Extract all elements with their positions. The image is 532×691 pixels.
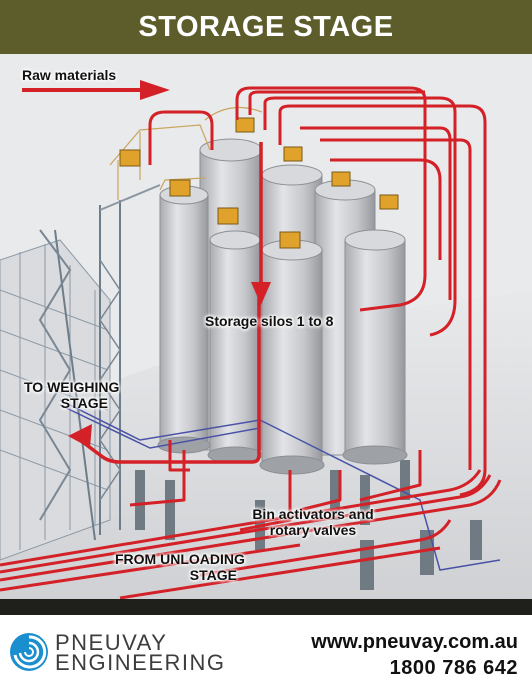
raw-materials-label: Raw materials — [22, 67, 117, 83]
to-weighing-line1: TO WEIGHING — [24, 379, 120, 395]
left-platform-structure — [0, 239, 111, 561]
from-unloading-stage-label: FROM UNLOADING STAGE — [115, 551, 245, 583]
plant-illustration — [0, 80, 532, 599]
to-weighing-line2: STAGE — [60, 395, 108, 411]
footer: PNEUVAY ENGINEERING www.pneuvay.com.au 1… — [0, 615, 532, 691]
silos-front-row — [157, 185, 408, 475]
blue-lines — [59, 399, 501, 571]
silo-inlet-arrow-icon — [251, 282, 271, 305]
header-banner: STORAGE STAGE — [0, 0, 532, 54]
to-weighing-stage-label: TO WEIGHING STAGE — [24, 379, 120, 411]
weighing-arrow-icon — [68, 424, 92, 448]
from-unloading-line1: FROM UNLOADING — [115, 551, 245, 567]
bin-activators-line2: rotary valves — [269, 522, 357, 538]
flow-arrows — [22, 80, 271, 448]
from-unloading-line2: STAGE — [189, 567, 237, 583]
website-link[interactable]: www.pneuvay.com.au — [311, 631, 518, 653]
storage-stage-diagram: Raw materials Storage silos 1 to 8 TO WE… — [0, 54, 532, 599]
brand-name-line2: ENGINEERING — [55, 650, 226, 675]
brand-name-line1: PNEUVAY — [55, 630, 168, 655]
phone-number[interactable]: 1800 786 642 — [389, 657, 518, 679]
bin-activators-line1: Bin activators and — [252, 506, 374, 522]
bin-activator-units — [119, 117, 399, 249]
bin-activators-label: Bin activators and rotary valves — [248, 506, 378, 538]
red-conveying-pipes — [0, 86, 502, 599]
divider-band — [0, 599, 532, 615]
page-title: STORAGE STAGE — [138, 10, 394, 43]
swirl-logo-icon — [10, 633, 48, 671]
raw-materials-arrow-icon — [140, 80, 170, 100]
storage-silos-label: Storage silos 1 to 8 — [205, 313, 334, 329]
